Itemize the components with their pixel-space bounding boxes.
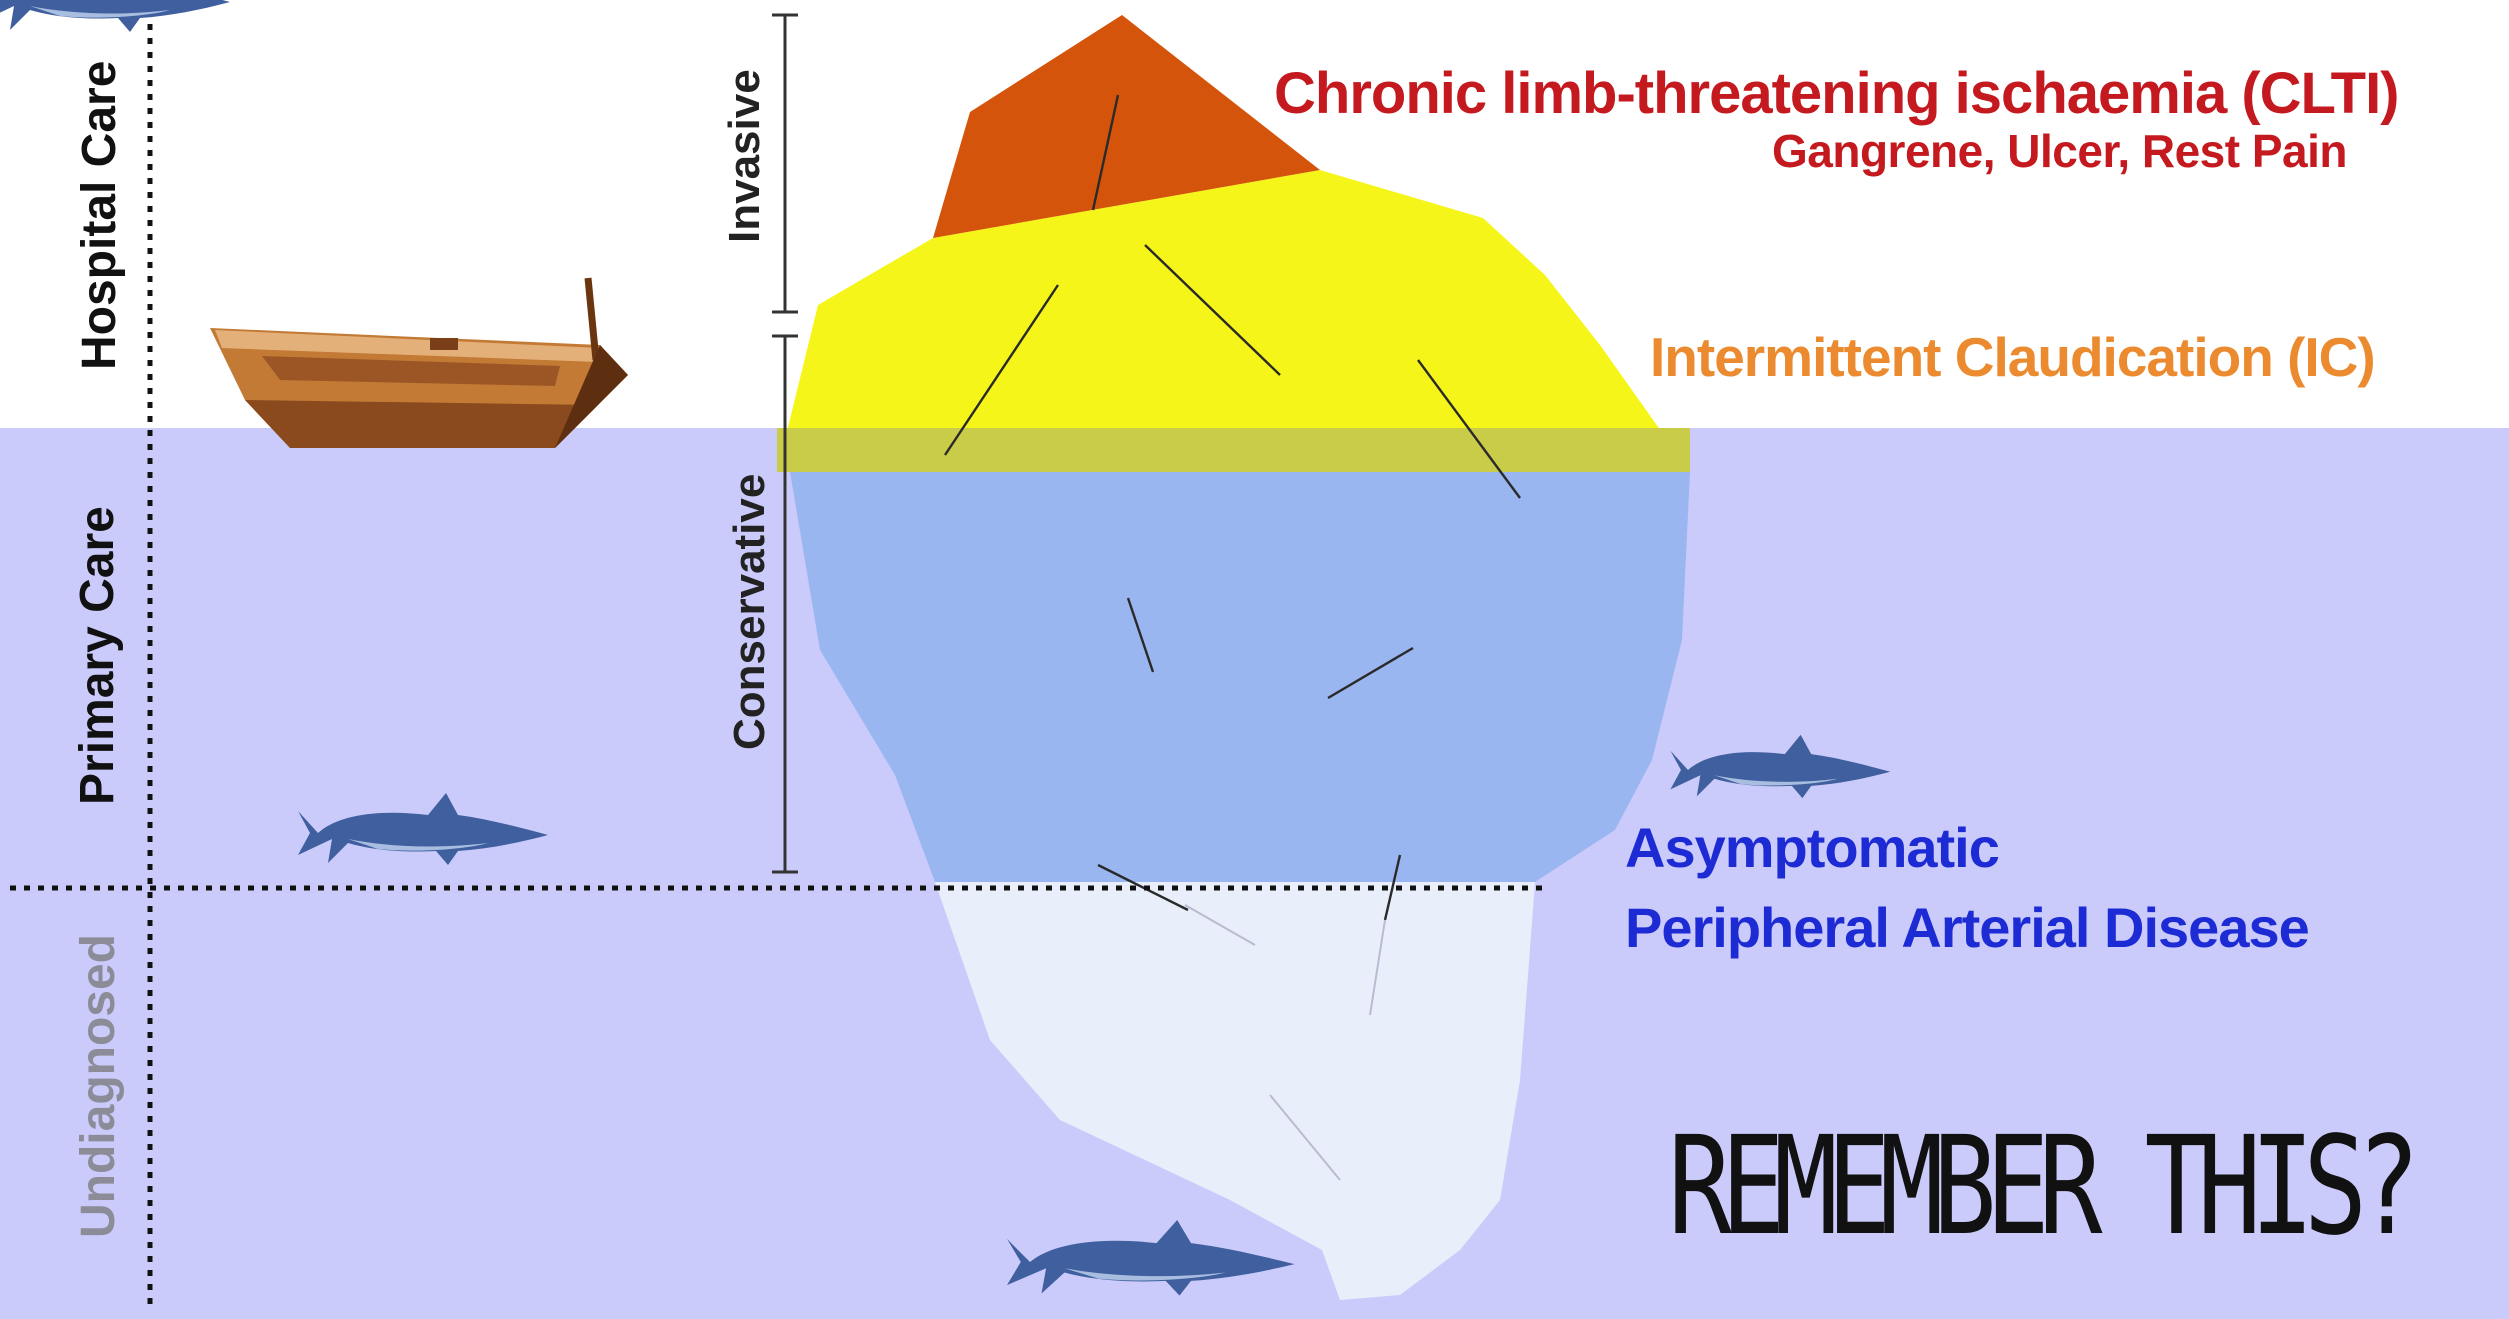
iceberg-claudication-tier — [777, 170, 1690, 472]
undiagnosed-label: Undiagnosed — [69, 988, 129, 1238]
clti-symptoms: Gangrene, Ulcer, Rest Pain — [1772, 124, 2347, 178]
pad-label: Peripheral Arterial Disease — [1625, 895, 2309, 960]
intermittent-claudication-label: Intermittent Claudication (IC) — [1650, 325, 2375, 389]
invasive-label: Invasive — [715, 93, 775, 243]
asymptomatic-label: Asymptomatic — [1625, 815, 1999, 880]
clti-title: Chronic limb-threatening ischaemia (CLTI… — [1274, 60, 2399, 127]
shark-icon — [0, 0, 230, 32]
iceberg-asymptomatic-tier — [790, 472, 1690, 882]
conservative-label: Conservative — [720, 510, 780, 750]
invasive-bracket — [772, 15, 798, 312]
boat-icon — [210, 278, 628, 448]
waterline-band — [777, 428, 1690, 472]
remember-this-caption: REMEMBER THIS? — [1668, 1108, 2409, 1266]
primary-care-label: Primary Care — [68, 575, 128, 805]
hospital-care-label: Hospital Care — [70, 140, 130, 370]
